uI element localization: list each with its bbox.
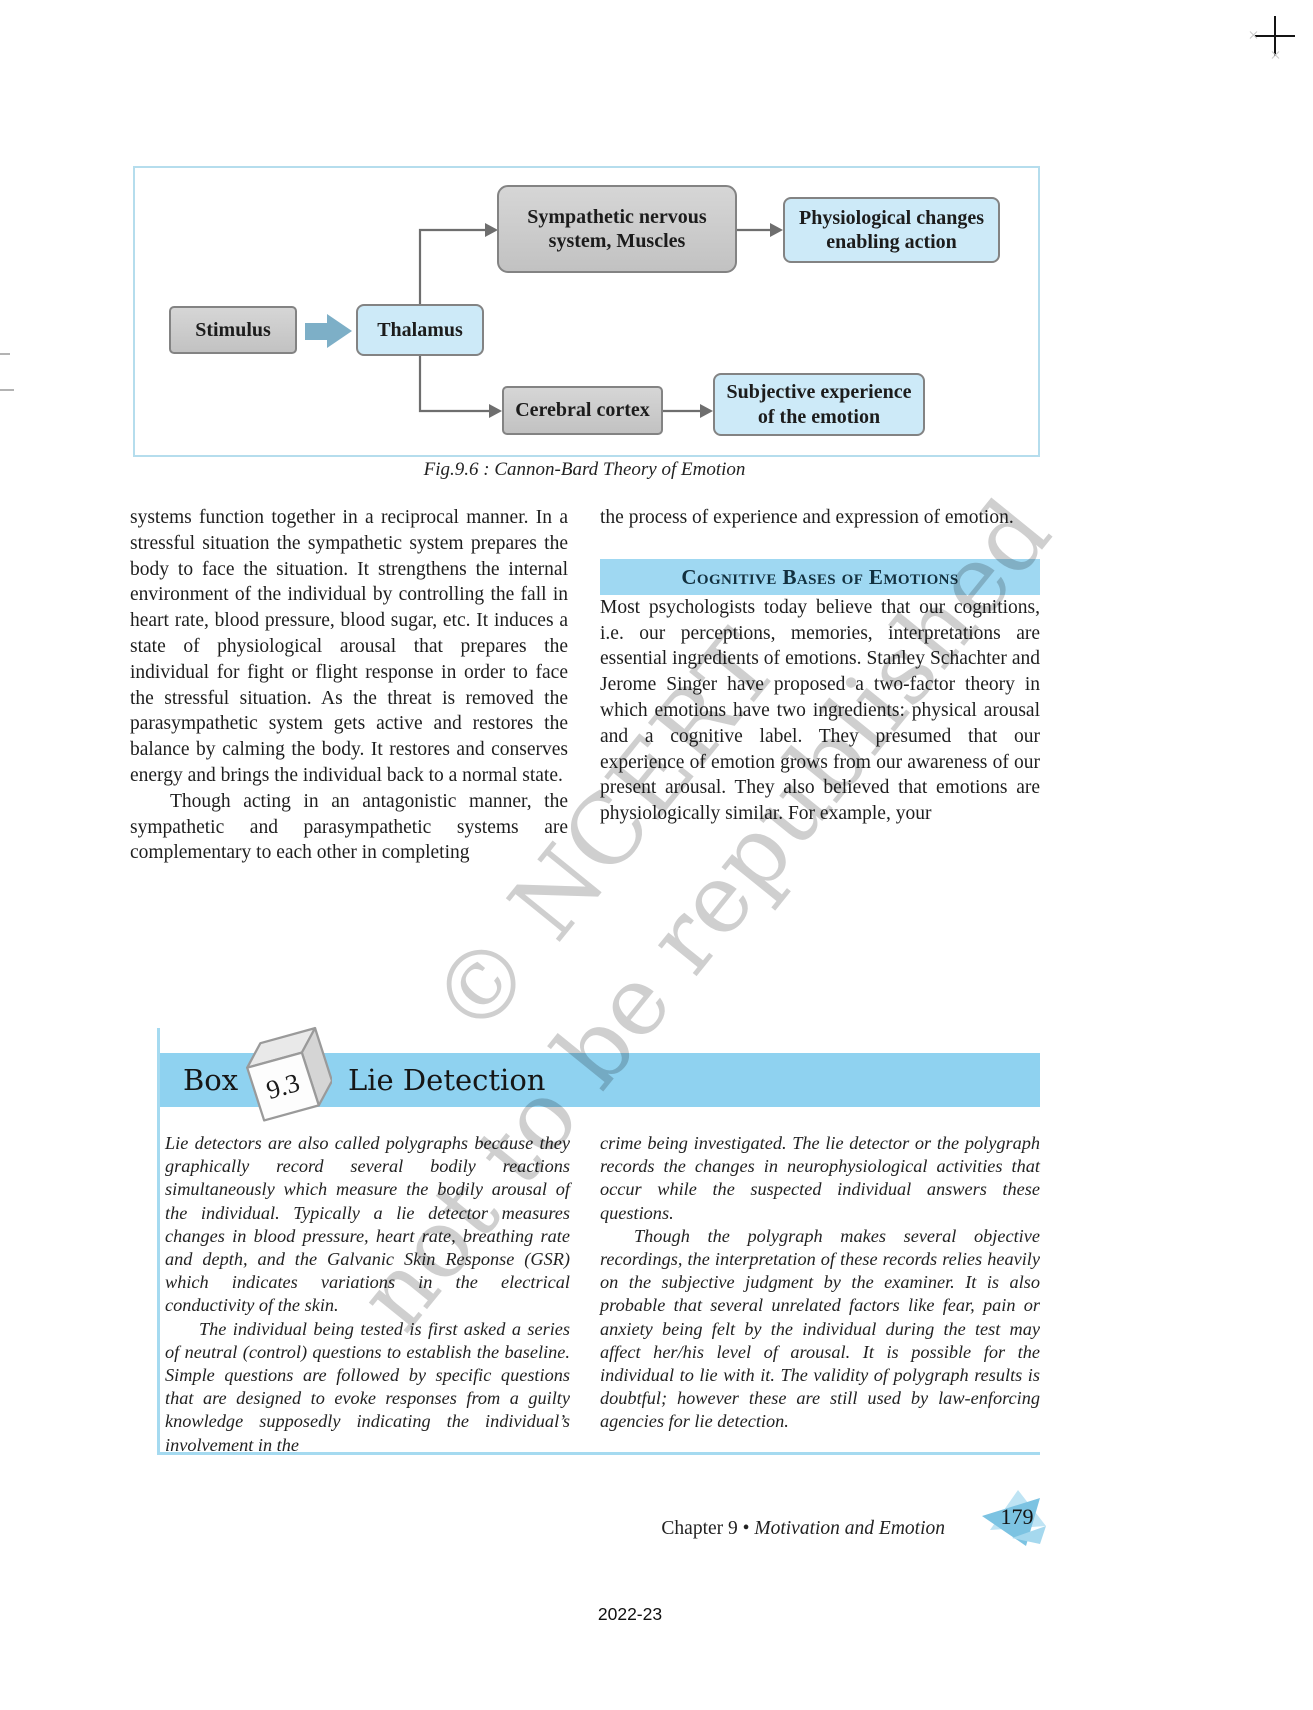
node-physiological-changes: Physiological changes enabling action <box>783 197 1000 263</box>
block-arrow-icon <box>305 323 327 340</box>
paragraph: Lie detectors are also called polygraphs… <box>165 1133 570 1316</box>
node-subjective-experience: Subjective experience of the emotion <box>713 373 925 436</box>
edge-mark-icon <box>0 389 14 391</box>
edition-year: 2022-23 <box>597 1604 663 1624</box>
box-left-rule <box>157 1028 160 1455</box>
registration-x-icon <box>1249 30 1259 40</box>
book-title: Motivation and Emotion <box>754 1518 945 1539</box>
node-stimulus: Stimulus <box>169 306 297 354</box>
paragraph: Though acting in an antagonistic manner,… <box>130 790 568 864</box>
box-right-column: crime being investigated. The lie detect… <box>600 1132 1040 1434</box>
figure-connectors <box>418 223 783 418</box>
figure-panel: Sympathetic nervous system, Muscles Phys… <box>133 166 1040 457</box>
body-right-column: the process of experience and expression… <box>600 505 1040 827</box>
section-heading: Cognitive Bases of Emotions <box>600 558 1040 595</box>
running-footer: Chapter 9 • Motivation and Emotion <box>560 1518 945 1540</box>
chapter-label: Chapter 9 <box>661 1518 738 1539</box>
figure-caption: Fig.9.6 : Cannon-Bard Theory of Emotion <box>423 459 746 480</box>
paragraph: systems function together in a reciproca… <box>130 507 568 786</box>
paragraph: the process of experience and expression… <box>600 507 1014 528</box>
box-bottom-rule <box>157 1452 1040 1455</box>
edge-mark-icon <box>0 353 10 355</box>
footer-bullet: • <box>742 1518 750 1539</box>
box-number-cube-icon: 9.3 <box>246 1026 332 1122</box>
paragraph: The individual being tested is first ask… <box>165 1318 570 1455</box>
box-title: Lie Detection <box>348 1063 546 1097</box>
block-arrow-icon <box>327 314 352 348</box>
page-number: 179 <box>1001 1504 1034 1529</box>
crop-mark-icon <box>1255 35 1295 37</box>
paragraph: Though the polygraph makes several objec… <box>600 1225 1040 1432</box>
node-thalamus: Thalamus <box>356 304 484 356</box>
box-label: Box <box>183 1063 239 1097</box>
registration-x-icon <box>1271 50 1281 60</box>
box-left-column: Lie detectors are also called polygraphs… <box>165 1132 570 1457</box>
paragraph: crime being investigated. The lie detect… <box>600 1133 1040 1223</box>
node-cerebral-cortex: Cerebral cortex <box>502 386 663 435</box>
page-number-badge: 179 <box>982 1490 1046 1546</box>
body-left-column: systems function together in a reciproca… <box>130 505 568 866</box>
node-sympathetic-nervous-system: Sympathetic nervous system, Muscles <box>497 185 737 273</box>
paragraph: Most psychologists today believe that ou… <box>600 596 1040 825</box>
